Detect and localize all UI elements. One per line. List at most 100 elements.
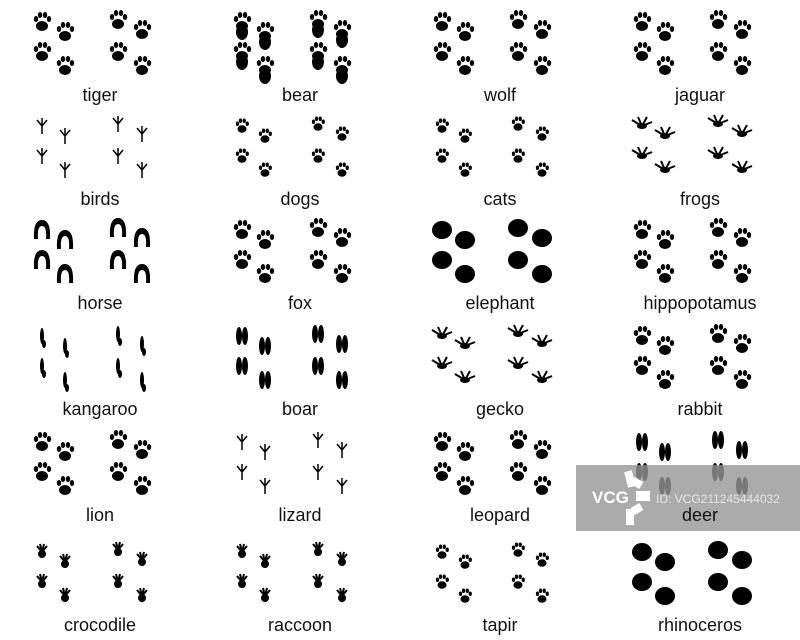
footprint-icon [312, 325, 324, 343]
footprint-icon [233, 42, 252, 70]
animal-label: hippopotamus [643, 293, 757, 313]
footprint-icon [533, 440, 552, 459]
footprint-icon [736, 441, 748, 459]
footprint-icon [655, 553, 675, 571]
footprint-icon [535, 588, 549, 603]
footprint-icon [258, 128, 272, 143]
footprint-icon [236, 573, 248, 588]
footprint-icon [40, 358, 46, 378]
footprint-icon [707, 114, 729, 127]
footprint-icon [236, 327, 248, 345]
footprint-icon [733, 228, 752, 247]
hoof-track-icon [236, 325, 348, 389]
paw-track-icon [633, 10, 752, 75]
track-cell-lion: lion [0, 422, 200, 528]
footprint-icon [336, 442, 348, 458]
elephant-track-icon [432, 219, 552, 283]
footprint-icon [435, 544, 449, 559]
track-cell-tapir: tapir [400, 532, 600, 638]
footprint-icon [333, 228, 352, 247]
kangaroo-track-icon [40, 326, 146, 392]
footprint-icon [311, 148, 325, 163]
footprint-icon [259, 478, 271, 494]
footprint-icon [109, 10, 128, 29]
footprint-icon [732, 551, 752, 569]
footprint-icon [109, 218, 127, 237]
footprint-icon [112, 573, 124, 588]
footprint-icon [712, 431, 724, 449]
footprint-icon [709, 10, 728, 29]
footprint-icon [435, 574, 449, 589]
animal-label: dogs [280, 189, 320, 209]
footprint-icon [435, 148, 449, 163]
animal-label: deer [681, 505, 719, 525]
track-cell-rabbit: rabbit [600, 316, 800, 422]
footprint-icon [33, 250, 51, 269]
footprint-icon [433, 12, 452, 31]
footprint-icon [256, 56, 275, 84]
footprint-icon [56, 56, 75, 75]
footprint-icon [654, 126, 676, 139]
footprint-icon [233, 12, 252, 40]
footprint-icon [733, 334, 752, 353]
footprint-icon [59, 553, 71, 568]
animal-label: tiger [82, 85, 118, 105]
footprint-icon [59, 587, 71, 602]
watermark-id: ID: VCG211245444032 [656, 492, 780, 506]
footprint-icon [309, 250, 328, 269]
footprint-icon [456, 56, 475, 75]
animal-label: frogs [679, 189, 721, 209]
footprint-icon [532, 229, 552, 247]
bear-track-icon [233, 10, 352, 84]
footprint-icon [233, 220, 252, 239]
footprint-icon [708, 541, 728, 559]
footprint-icon [335, 162, 349, 177]
footprint-icon [707, 146, 729, 159]
footprint-icon [733, 20, 752, 39]
footprint-icon [133, 228, 151, 247]
hand-track-icon [236, 541, 348, 602]
footprint-icon [531, 370, 553, 383]
footprint-icon [112, 116, 124, 132]
footprint-icon [259, 444, 271, 460]
footprint-icon [533, 20, 552, 39]
footprint-icon [509, 42, 528, 61]
footprint-icon [56, 230, 74, 249]
track-cell-rhinoceros: rhinoceros [600, 532, 800, 638]
paw-track-icon [633, 324, 752, 389]
footprint-icon [533, 476, 552, 495]
track-cell-crocodile: crocodile [0, 532, 200, 638]
animal-label: leopard [469, 505, 531, 525]
footprint-icon [116, 326, 122, 346]
footprint-icon [56, 22, 75, 41]
footprint-icon [656, 336, 675, 355]
footprint-icon [36, 543, 48, 558]
frog-track-icon [431, 324, 553, 383]
footprint-icon [116, 358, 122, 378]
footprint-icon [656, 370, 675, 389]
footprint-icon [458, 162, 472, 177]
track-cell-boar: boar [200, 316, 400, 422]
footprint-icon [336, 551, 348, 566]
footprint-icon [140, 372, 146, 392]
bird-track-icon [236, 432, 348, 494]
animal-label: fox [287, 293, 312, 313]
footprint-icon [259, 553, 271, 568]
footprint-icon [236, 543, 248, 558]
track-cell-bear: bear [200, 2, 400, 108]
animal-label: lion [85, 505, 115, 525]
animal-label: wolf [483, 85, 516, 105]
footprint-icon [432, 221, 452, 239]
footprint-icon [431, 326, 453, 339]
footprint-icon [236, 357, 248, 375]
footprint-icon [112, 148, 124, 164]
animal-label: birds [80, 189, 120, 209]
footprint-icon [136, 587, 148, 602]
footprint-icon [311, 116, 325, 131]
footprint-icon [533, 56, 552, 75]
small-paw-track-icon [235, 116, 349, 177]
track-cell-lizard: lizard [200, 422, 400, 528]
watermark: VCG ID: VCG211245444032 [576, 465, 800, 531]
footprint-icon [56, 476, 75, 495]
